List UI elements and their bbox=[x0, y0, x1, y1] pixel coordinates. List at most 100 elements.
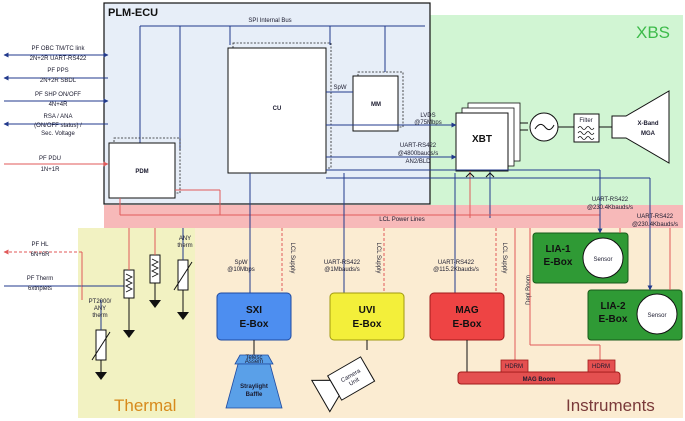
mag-label-2: E-Box bbox=[453, 319, 482, 330]
sxi-ebox bbox=[216, 292, 292, 341]
cu-box bbox=[227, 47, 327, 174]
filter-label: Filter bbox=[579, 118, 592, 124]
any-therm-1-line2: therm bbox=[177, 243, 192, 249]
lia1-label-1: LIA-1 bbox=[546, 244, 571, 255]
svg-text:Unit: Unit bbox=[348, 377, 361, 388]
lia1-link-label-1: UART-RS422 bbox=[592, 197, 629, 203]
svg-text:6xtriplets: 6xtriplets bbox=[28, 286, 52, 292]
lcl-bus-label: LCL Power Lines bbox=[379, 217, 424, 223]
svg-text:4N+4R: 4N+4R bbox=[49, 102, 69, 108]
any-therm-2-line2: ANY bbox=[94, 306, 106, 312]
lvds-label-1: LVDS bbox=[420, 113, 435, 119]
svg-text:PF OBC TM/TC link: PF OBC TM/TC link bbox=[32, 46, 86, 52]
baffle-icon bbox=[225, 363, 283, 409]
svg-text:HDRM: HDRM bbox=[505, 364, 523, 370]
external-link-hl: PF HL 6N+6R bbox=[3, 242, 82, 258]
xbt-box bbox=[455, 112, 509, 172]
thermal-title: Thermal bbox=[114, 396, 176, 415]
svg-text:HDRM: HDRM bbox=[592, 364, 610, 370]
telescope-label-1: Telesc bbox=[245, 355, 262, 361]
lvds-label-2: @75Mbps bbox=[414, 120, 441, 126]
external-link-shp: PF SHP ON/OFF 4N+4R bbox=[4, 92, 109, 108]
mag-label-1: MAG bbox=[455, 305, 479, 316]
svg-text:2N+2R SBDL: 2N+2R SBDL bbox=[40, 78, 77, 84]
mm-label: MM bbox=[371, 102, 381, 108]
external-link-rsa: RSA / ANA (ON/OFF status) / Sec. Voltage bbox=[3, 114, 108, 137]
lia2-label-1: LIA-2 bbox=[601, 301, 626, 312]
baffle-label-2: Baffle bbox=[246, 392, 263, 398]
thermal-region bbox=[78, 228, 195, 418]
thermal-sensors bbox=[81, 228, 193, 380]
mm-box bbox=[352, 75, 399, 132]
mag-link-label-1: UART-RS422 bbox=[438, 260, 475, 266]
external-link-pps: PF PPS 2N+2R SBDL bbox=[3, 68, 108, 84]
svg-text:PF Therm: PF Therm bbox=[27, 276, 54, 282]
lia1-label-2: E-Box bbox=[544, 257, 573, 268]
lia2-sensor bbox=[636, 293, 678, 335]
svg-text:2N+2R UART-RS422: 2N+2R UART-RS422 bbox=[30, 56, 87, 62]
lcl-supply-3: LCL Supply bbox=[501, 243, 507, 274]
mga-label-2: MGA bbox=[641, 131, 656, 137]
spw-mm-label: SpW bbox=[333, 85, 346, 91]
xbt-uart-label-3: AN2/BLD bbox=[405, 159, 431, 165]
uvi-ebox bbox=[329, 292, 405, 341]
lia1-link-label-2: @230.4Kbauds/s bbox=[587, 205, 633, 211]
uvi-link-label-2: @1Mbauds/s bbox=[324, 267, 359, 273]
svg-text:PF HL: PF HL bbox=[31, 242, 49, 248]
mag-ebox bbox=[429, 292, 505, 341]
lcl-power-bar bbox=[104, 205, 683, 228]
pdm-label: PDM bbox=[135, 169, 148, 175]
lia2-label-2: E-Box bbox=[599, 314, 628, 325]
mag-boom-label: MAG Boom bbox=[523, 377, 556, 383]
uvi-label-1: UVI bbox=[359, 305, 376, 316]
any-therm-2-line1: PT2000/ bbox=[89, 299, 112, 305]
sxi-label-2: E-Box bbox=[240, 319, 269, 330]
camera-unit-icon: Camera Unit bbox=[310, 356, 376, 413]
mga-antenna-icon bbox=[611, 90, 670, 164]
external-link-obc: PF OBC TM/TC link 2N+2R UART-RS422 bbox=[3, 46, 109, 62]
spi-bus-label: SPI Internal Bus bbox=[248, 18, 291, 24]
svg-text:(ON/OFF status) /: (ON/OFF status) / bbox=[34, 123, 82, 129]
mga-label-1: X-Band bbox=[638, 121, 659, 127]
xbt-uart-label-1: UART-RS422 bbox=[400, 143, 437, 149]
telescope-icon bbox=[234, 354, 274, 365]
svg-text:PF PPS: PF PPS bbox=[47, 68, 68, 74]
xbs-title: XBS bbox=[636, 23, 670, 42]
lcl-supply-1: LCL Supply bbox=[289, 243, 295, 274]
cu-label: CU bbox=[273, 106, 282, 112]
sxi-label-1: SXI bbox=[246, 305, 262, 316]
hdrm-left bbox=[500, 359, 529, 373]
mag-boom bbox=[457, 371, 621, 385]
svg-text:PF SHP ON/OFF: PF SHP ON/OFF bbox=[35, 92, 81, 98]
mag-link-label-2: @115.2Kbauds/s bbox=[433, 267, 479, 273]
depl-boom-label: Depl Boom bbox=[526, 275, 532, 305]
lia2-link-label-2: @230.4Kbauds/s bbox=[632, 222, 678, 228]
plm-ecu-title: PLM-ECU bbox=[108, 7, 158, 19]
svg-text:RSA / ANA: RSA / ANA bbox=[43, 114, 72, 120]
svg-text:6N+6R: 6N+6R bbox=[31, 252, 51, 258]
svg-text:1N+1R: 1N+1R bbox=[41, 167, 61, 173]
uvi-link-label-1: UART-RS422 bbox=[324, 260, 361, 266]
external-link-pdu: PF PDU 1N+1R bbox=[4, 156, 109, 173]
svg-text:PF PDU: PF PDU bbox=[39, 156, 61, 162]
svg-text:Sensor: Sensor bbox=[647, 313, 666, 319]
xbt-label: XBT bbox=[472, 134, 492, 145]
sxi-link-label-1: SpW bbox=[234, 260, 247, 266]
lcl-supply-2: LCL Supply bbox=[375, 243, 381, 274]
telescope-label-2: Assem bbox=[245, 359, 263, 365]
svg-text:Sec. Voltage: Sec. Voltage bbox=[41, 131, 75, 137]
circulator-icon bbox=[529, 112, 559, 142]
xbt-uart-label-2: @4800bauds/s bbox=[398, 151, 438, 157]
baffle-label-1: Straylight bbox=[240, 384, 268, 390]
hdrm-right bbox=[587, 359, 616, 373]
any-therm-1-line1: ANY bbox=[179, 236, 191, 242]
lia1-sensor bbox=[582, 237, 624, 279]
external-link-therm: PF Therm 6xtriplets bbox=[4, 276, 82, 292]
svg-text:Sensor: Sensor bbox=[593, 257, 612, 263]
any-therm-2-line3: therm bbox=[92, 313, 107, 319]
uvi-label-2: E-Box bbox=[353, 319, 382, 330]
instruments-title: Instruments bbox=[566, 396, 655, 415]
sxi-link-label-2: @10Mbps bbox=[227, 267, 254, 273]
pdm-box bbox=[108, 142, 176, 199]
